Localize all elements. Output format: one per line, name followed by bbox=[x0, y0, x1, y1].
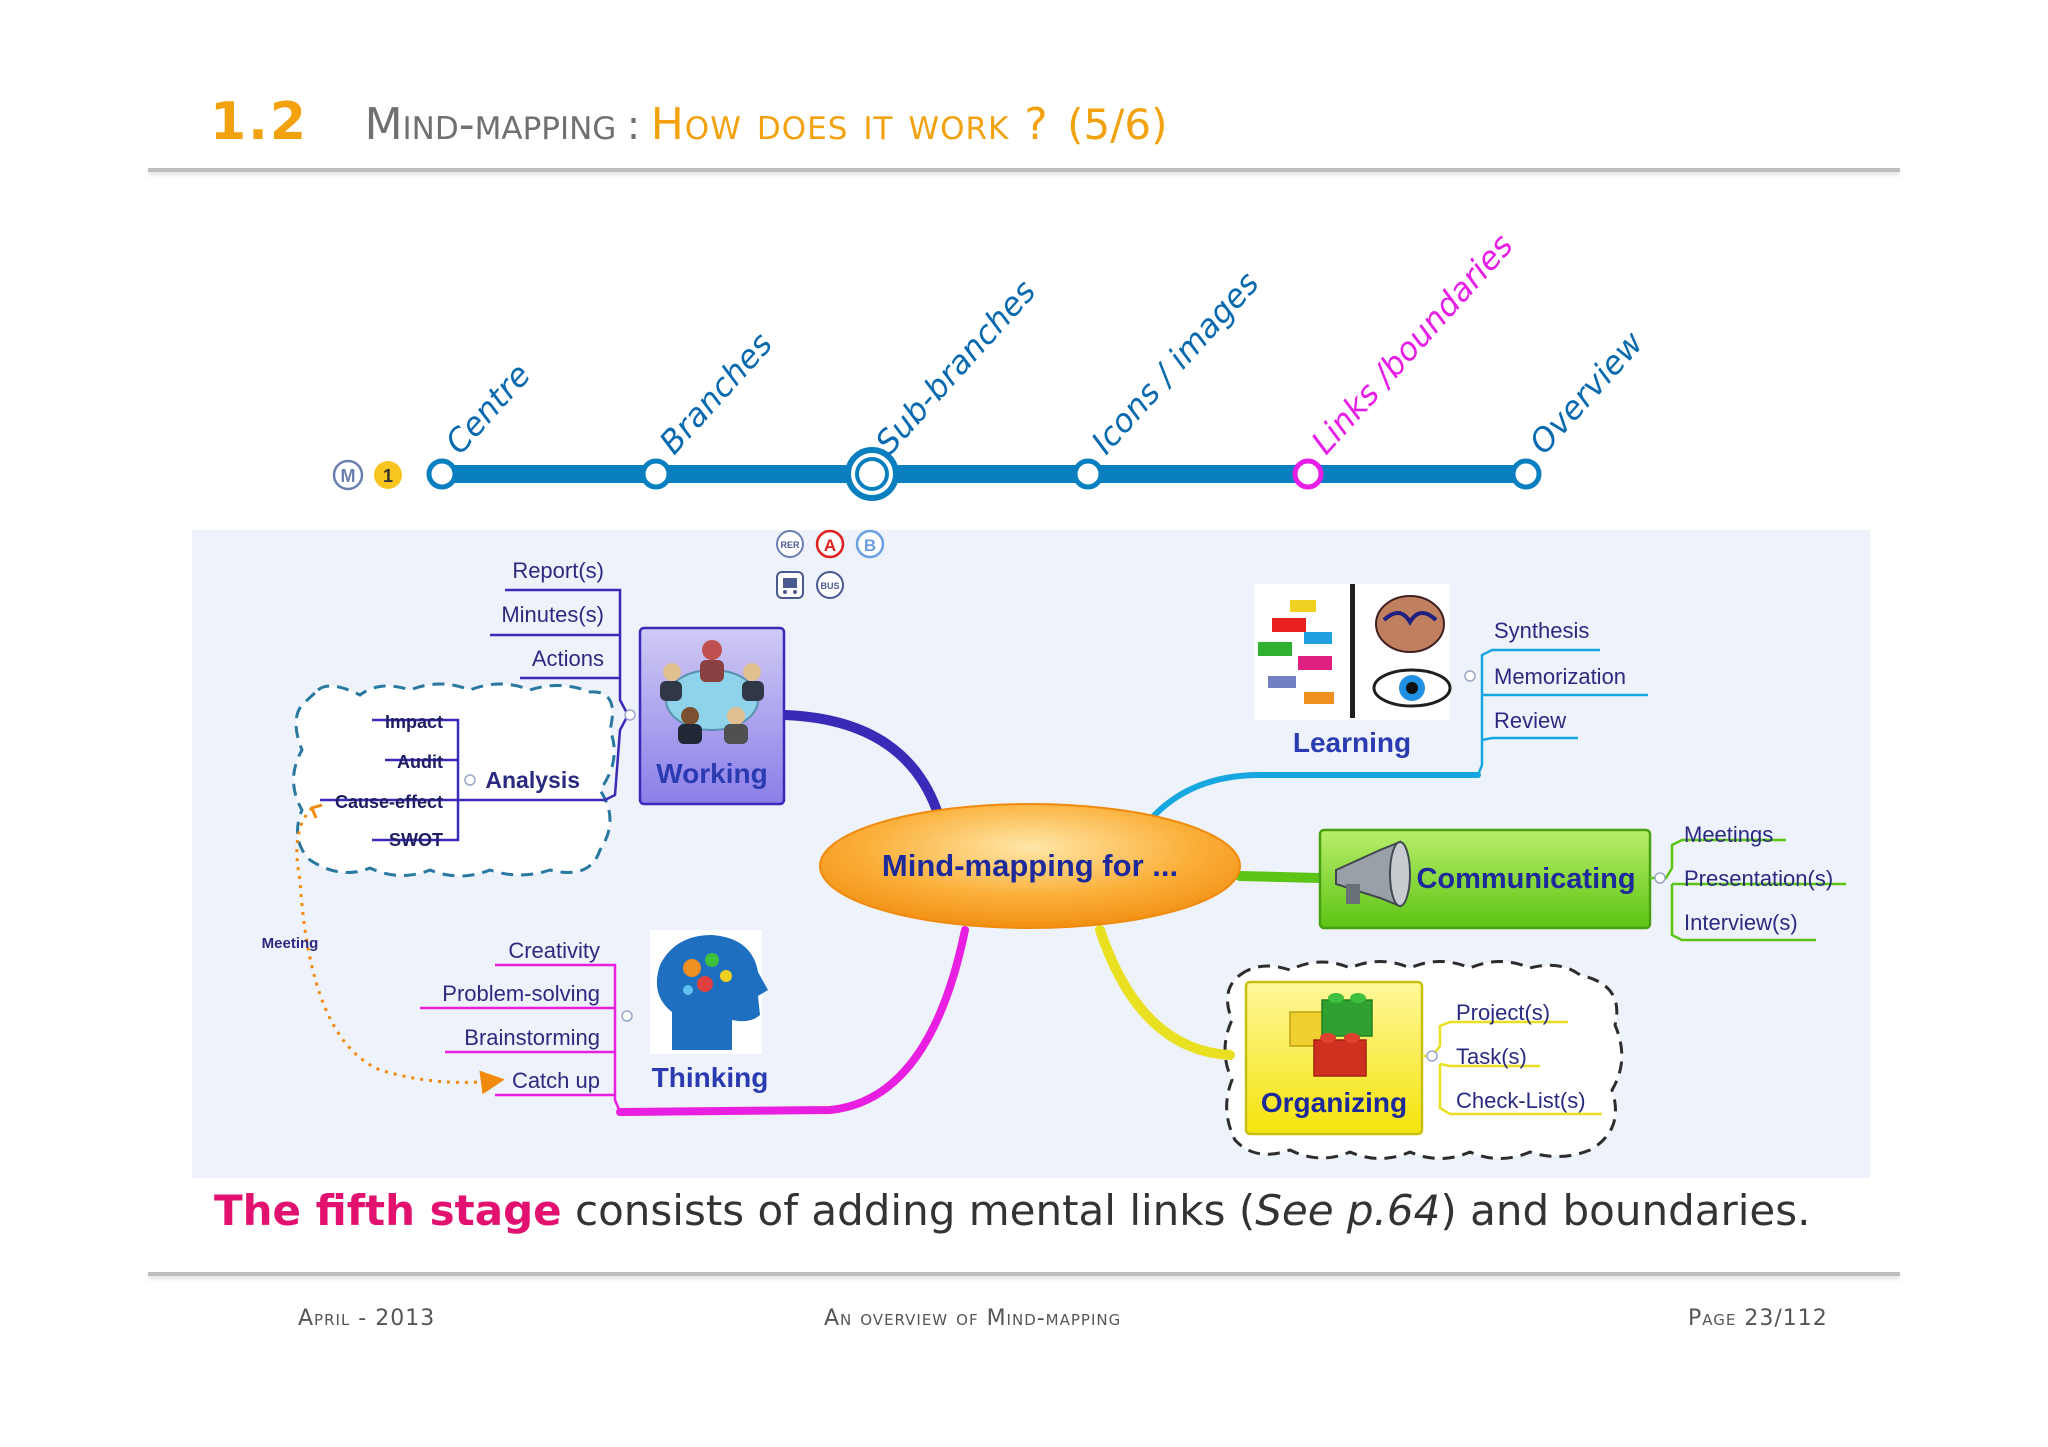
thinking-item: Problem-solving bbox=[442, 981, 600, 1006]
meeting-table-icon bbox=[660, 640, 764, 744]
working-collapse-icon bbox=[624, 709, 636, 721]
page-title: 1.2 Mind-mapping : How does it work ? (5… bbox=[210, 92, 1168, 152]
stage-label-4: Icons / images bbox=[1084, 264, 1267, 461]
caption-highlight: The fifth stage bbox=[214, 1186, 562, 1235]
footer-rule bbox=[148, 1272, 1900, 1276]
learning-icon bbox=[1254, 584, 1452, 720]
stage-label-2: Branches bbox=[652, 325, 780, 461]
stage-label-6: Overview bbox=[1522, 323, 1652, 461]
working-item: Report(s) bbox=[512, 558, 604, 583]
analysis-item: SWOT bbox=[389, 830, 443, 850]
megaphone-icon bbox=[1335, 840, 1411, 908]
center-label: Mind-mapping for ... bbox=[882, 848, 1178, 883]
thinking-collapse-icon bbox=[621, 1010, 633, 1022]
meeting-link bbox=[295, 806, 505, 1095]
communicating-branch-line bbox=[1235, 871, 1325, 883]
title-page-fraction: (5/6) bbox=[1067, 100, 1168, 149]
title-accent: How does it work ? bbox=[650, 99, 1049, 150]
rer-icon bbox=[776, 530, 804, 558]
thinking-item: Catch up bbox=[512, 1068, 600, 1093]
thinking-label: Thinking bbox=[652, 1062, 769, 1093]
thinking-connectors bbox=[420, 963, 622, 1113]
center-node bbox=[819, 803, 1241, 929]
organizing-branch-line bbox=[1095, 925, 1235, 1060]
caption-text-after: ) and boundaries. bbox=[1440, 1186, 1811, 1235]
analysis-item: Impact bbox=[385, 712, 443, 732]
working-item: Actions bbox=[532, 646, 604, 671]
stage-label-5: Links /boundaries bbox=[1304, 226, 1521, 461]
transfer-icons: RER A B BUS bbox=[776, 529, 885, 599]
working-branch-line bbox=[780, 710, 945, 825]
stage-label-1: Centre bbox=[438, 356, 538, 461]
analysis-collapse-icon bbox=[464, 774, 476, 786]
thinking-branch-line bbox=[616, 926, 969, 1116]
caption-page-reference: See p.64 bbox=[1255, 1186, 1441, 1235]
line-number-label: 1 bbox=[383, 466, 393, 486]
line-number-icon bbox=[374, 461, 402, 489]
mindmap: Working Report(s) Minutes(s) Actions Ana… bbox=[262, 558, 1846, 1160]
svg-text:RER: RER bbox=[780, 540, 800, 550]
rer-b-icon bbox=[855, 529, 885, 559]
thinking-item: Creativity bbox=[508, 938, 600, 963]
stage-label-3: Sub-branches bbox=[868, 272, 1043, 461]
stage-station-1 bbox=[426, 458, 458, 490]
head-gears-icon bbox=[650, 930, 768, 1054]
metro-m-label: M bbox=[341, 466, 356, 486]
header-rule bbox=[148, 168, 1900, 172]
title-separator: : bbox=[626, 103, 641, 149]
thinking-item: Brainstorming bbox=[464, 1025, 600, 1050]
learning-label: Learning bbox=[1293, 727, 1411, 758]
stage-line bbox=[442, 465, 1527, 483]
organizing-collapse-icon bbox=[1426, 1050, 1438, 1062]
meeting-link-label: Meeting bbox=[262, 935, 319, 952]
working-connectors bbox=[320, 588, 630, 842]
section-number: 1.2 bbox=[210, 92, 309, 152]
working-item: Minutes(s) bbox=[501, 602, 604, 627]
communicating-item: Interview(s) bbox=[1684, 910, 1798, 935]
bus-icon bbox=[816, 571, 844, 599]
lego-bricks-icon bbox=[1289, 993, 1373, 1077]
footer-date: April - 2013 bbox=[298, 1306, 436, 1331]
learning-item: Memorization bbox=[1494, 664, 1626, 689]
organizing-item: Check-List(s) bbox=[1456, 1088, 1586, 1113]
analysis-boundary bbox=[292, 682, 616, 878]
stage-station-2 bbox=[640, 458, 672, 490]
organizing-item: Project(s) bbox=[1456, 1000, 1550, 1025]
stage-station-4 bbox=[1072, 458, 1104, 490]
working-label: Working bbox=[656, 758, 767, 789]
svg-text:BUS: BUS bbox=[820, 581, 839, 591]
metro-m-icon bbox=[332, 459, 364, 491]
stage-station-inner-ring bbox=[855, 457, 889, 491]
caption: The fifth stage consists of adding menta… bbox=[214, 1186, 1810, 1235]
analysis-item: Audit bbox=[397, 752, 443, 772]
communicating-label: Communicating bbox=[1416, 863, 1635, 895]
footer-title: An overview of Mind-mapping bbox=[824, 1306, 1122, 1331]
analysis-item: Cause-effect bbox=[335, 792, 443, 812]
learning-collapse-icon bbox=[1464, 670, 1476, 682]
stage-station-6 bbox=[1510, 458, 1542, 490]
svg-text:B: B bbox=[864, 536, 876, 555]
learning-item: Synthesis bbox=[1494, 618, 1589, 643]
communicating-collapse-icon bbox=[1654, 872, 1666, 884]
title-main: Mind-mapping bbox=[364, 99, 617, 150]
svg-text:A: A bbox=[824, 536, 836, 555]
learning-item: Review bbox=[1494, 708, 1566, 733]
stage-station-5 bbox=[1292, 458, 1324, 490]
learning-branch-line bbox=[1147, 772, 1481, 823]
rer-a-icon bbox=[815, 529, 845, 559]
organizing-label: Organizing bbox=[1261, 1087, 1407, 1118]
analysis-label: Analysis bbox=[485, 767, 580, 793]
communicating-item: Presentation(s) bbox=[1684, 866, 1833, 891]
organizing-item: Task(s) bbox=[1456, 1044, 1527, 1069]
communicating-item: Meetings bbox=[1684, 822, 1773, 847]
caption-text-before: consists of adding mental links ( bbox=[561, 1186, 1256, 1235]
footer-page-number: Page 23/112 bbox=[1688, 1306, 1828, 1331]
learning-connectors bbox=[1476, 648, 1648, 776]
